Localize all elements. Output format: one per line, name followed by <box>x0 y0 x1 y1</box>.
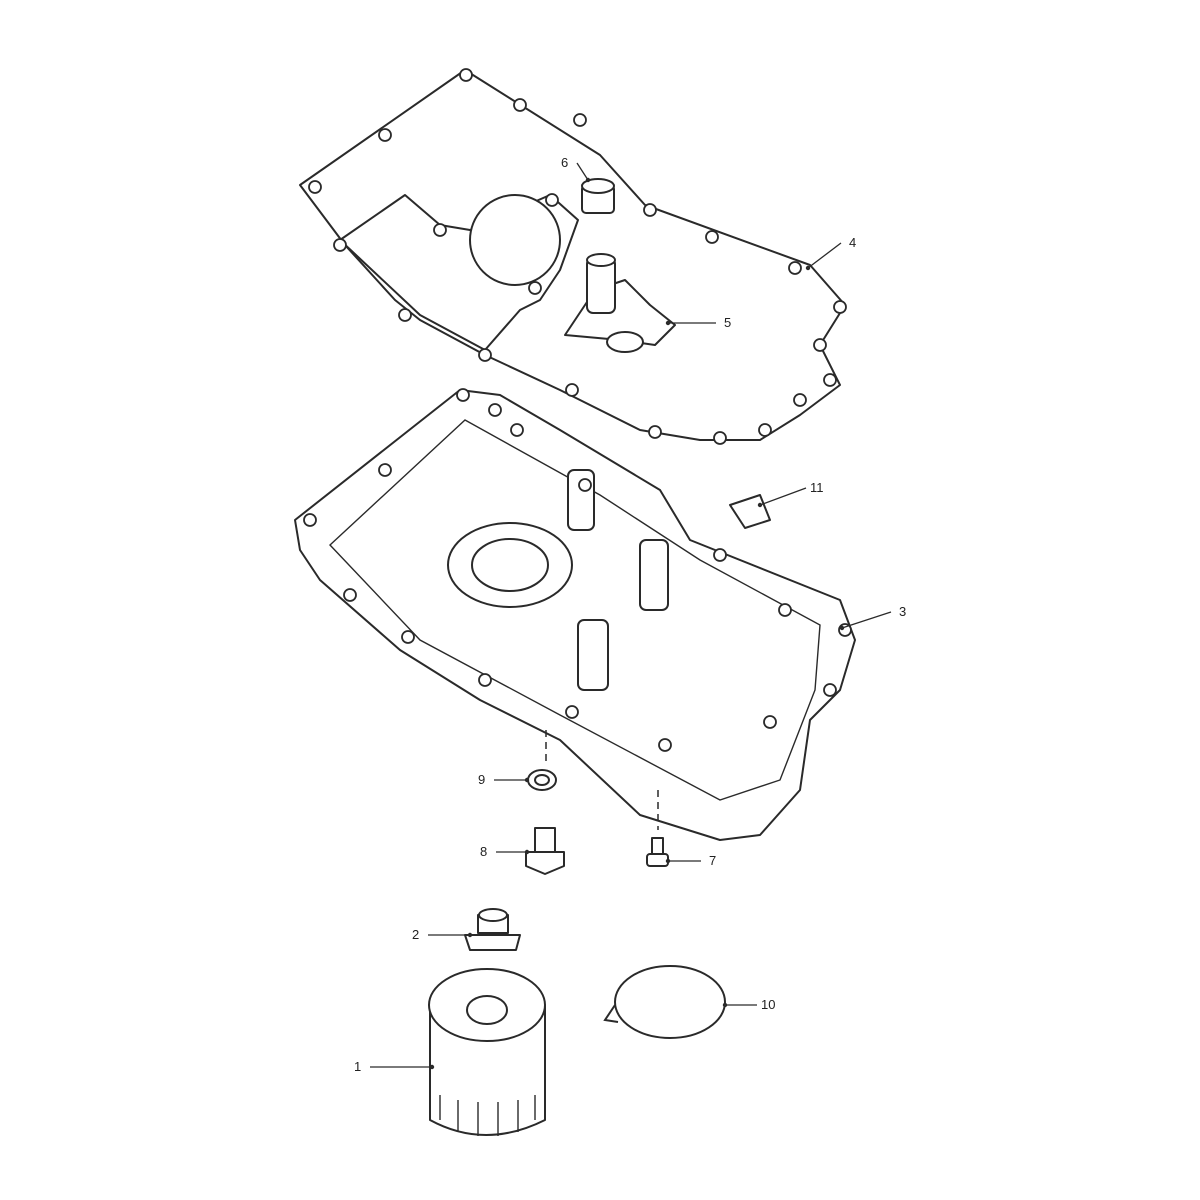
callout-oil-pickup: 5 <box>724 315 732 330</box>
bolt-hole <box>658 738 672 752</box>
bolt-hole <box>643 203 657 217</box>
bolt-hole <box>510 423 524 437</box>
bolt-hole <box>433 223 447 237</box>
bolt-hole <box>378 128 392 142</box>
bolt-hole <box>478 348 492 362</box>
bolt-hole <box>308 180 322 194</box>
bolt-hole <box>565 383 579 397</box>
bolt-hole <box>713 431 727 445</box>
bolt-hole <box>565 705 579 719</box>
leader-dot <box>665 858 671 864</box>
leader-dot <box>665 320 671 326</box>
bolt-hole <box>513 98 527 112</box>
callout-drain-plug: 8 <box>480 844 488 859</box>
bolt-hole <box>528 281 542 295</box>
bolt-hole <box>823 373 837 387</box>
bolt-hole <box>343 588 357 602</box>
bolt-hole <box>401 630 415 644</box>
leader-dot <box>805 265 811 271</box>
sealing-washer <box>527 769 557 791</box>
leader-line-6 <box>576 162 589 181</box>
bolt-hole <box>763 715 777 729</box>
adapter-sleeve <box>581 178 615 214</box>
bolt-hole <box>758 423 772 437</box>
bolt-hole <box>398 308 412 322</box>
leader-dot <box>524 777 530 783</box>
callout-filter-adapter: 2 <box>412 927 420 942</box>
bolt-hole <box>333 238 347 252</box>
wire-clip <box>603 965 726 1039</box>
leader-dot <box>524 849 530 855</box>
bolt-hole <box>478 673 492 687</box>
bolt-hole <box>456 388 470 402</box>
bolt-hole <box>813 338 827 352</box>
bolt-hole <box>705 230 719 244</box>
callout-clip: 11 <box>810 480 824 495</box>
callout-wire-clip: 10 <box>761 997 776 1012</box>
bolt-hole <box>578 478 592 492</box>
bolt-hole <box>378 463 392 477</box>
leader-dot <box>722 1002 728 1008</box>
leader-dot <box>429 1064 435 1070</box>
leader-line-3 <box>841 611 892 629</box>
leader-dot <box>839 625 845 631</box>
bolt-hole <box>778 603 792 617</box>
sump-pan <box>294 388 856 841</box>
callout-sump-pan: 3 <box>899 604 907 619</box>
leader-dot <box>585 177 591 183</box>
bolt-hole <box>793 393 807 407</box>
leader-dot <box>467 932 473 938</box>
clip <box>729 494 771 529</box>
filter-adapter <box>464 908 521 951</box>
leader-dot <box>757 502 763 508</box>
callout-oil-filter: 1 <box>354 1059 362 1074</box>
oil-pickup <box>564 253 676 353</box>
bolt-hole <box>788 261 802 275</box>
sump-gasket <box>299 68 847 445</box>
bolt <box>646 837 669 867</box>
callout-sealing-washer: 9 <box>478 772 486 787</box>
bolt-hole <box>833 300 847 314</box>
bolt-hole <box>713 548 727 562</box>
callout-adapter-sleeve: 6 <box>561 155 569 170</box>
bolt-hole <box>488 403 502 417</box>
oil-filter <box>428 968 546 1136</box>
bolt-hole <box>573 113 587 127</box>
bolt-hole <box>545 193 559 207</box>
bolt-hole <box>823 683 837 697</box>
drain-plug <box>525 827 565 875</box>
bolt-hole <box>459 68 473 82</box>
leader-line-11 <box>759 487 807 506</box>
callout-bolt: 7 <box>709 853 717 868</box>
bolt-hole <box>303 513 317 527</box>
callout-sump-gasket: 4 <box>849 235 857 250</box>
leader-line-4 <box>807 242 842 269</box>
bolt-hole <box>648 425 662 439</box>
